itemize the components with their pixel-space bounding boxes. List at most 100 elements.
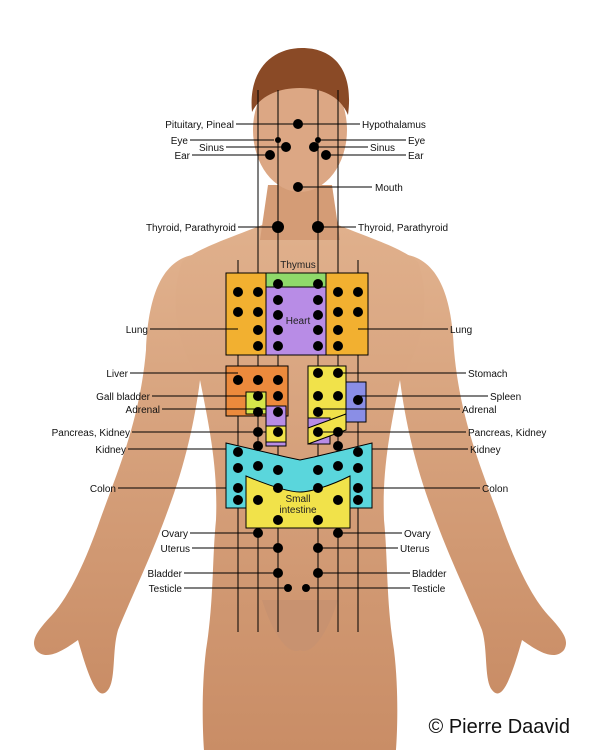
label-hypothalamus: Hypothalamus	[362, 120, 426, 131]
label-colon-left: Colon	[90, 484, 116, 495]
label-kidney-right: Kidney	[470, 445, 501, 456]
reflex-point-dot	[273, 515, 283, 525]
reflex-point-dot	[275, 137, 281, 143]
label-pancreas-kidney-left: Pancreas, Kidney	[52, 428, 130, 439]
reflex-point-dot	[233, 483, 243, 493]
small-intestine-label-2: intestine	[279, 505, 317, 516]
label-pancreas-kidney-right: Pancreas, Kidney	[468, 428, 546, 439]
reflex-point-dot	[313, 407, 323, 417]
reflex-point-dot	[333, 441, 343, 451]
reflex-point-dot	[313, 368, 323, 378]
reflex-point-dot	[253, 407, 263, 417]
label-adrenal-left: Adrenal	[126, 405, 160, 416]
head	[253, 68, 347, 192]
right-arm	[400, 255, 567, 694]
reflex-point-dot	[253, 325, 263, 335]
reflex-point-dot	[273, 375, 283, 385]
leader-lines	[118, 123, 488, 589]
reflex-point-dot	[273, 483, 283, 493]
reflex-point-dot	[313, 515, 323, 525]
heart-label: Heart	[286, 316, 311, 327]
label-lung-right: Lung	[450, 325, 472, 336]
reflex-point-dot	[353, 307, 363, 317]
small-intestine-region	[245, 475, 351, 529]
reflex-point-dot	[313, 465, 323, 475]
label-ear-left: Ear	[174, 151, 190, 162]
reflex-points	[233, 119, 363, 592]
copyright-text: © Pierre Daavid	[429, 716, 570, 738]
reflex-point-dot	[253, 375, 263, 385]
label-eye-right: Eye	[408, 136, 426, 147]
reflex-point-dot	[313, 341, 323, 351]
reflex-point-dot	[273, 568, 283, 578]
reflex-point-dot	[265, 150, 275, 160]
reflex-point-dot	[333, 391, 343, 401]
reflex-point-dot	[333, 287, 343, 297]
reflex-point-dot	[313, 568, 323, 578]
reflex-point-dot	[253, 427, 263, 437]
reflex-point-dot	[273, 279, 283, 289]
groin	[262, 600, 338, 651]
reflex-point-dot	[312, 221, 324, 233]
reflex-point-dot	[315, 137, 321, 143]
neck	[260, 185, 340, 240]
reflex-point-dot	[253, 495, 263, 505]
reflex-point-dot	[253, 307, 263, 317]
label-ovary-left: Ovary	[161, 529, 188, 540]
label-ear-right: Ear	[408, 151, 424, 162]
reflex-point-dot	[273, 427, 283, 437]
reflex-point-dot	[353, 495, 363, 505]
reflex-point-dot	[253, 341, 263, 351]
reflex-point-dot	[233, 495, 243, 505]
reflex-point-dot	[353, 463, 363, 473]
label-colon-right: Colon	[482, 484, 508, 495]
label-eye-left: Eye	[171, 136, 189, 147]
label-spleen: Spleen	[490, 392, 521, 403]
reflex-point-dot	[333, 325, 343, 335]
label-sinus-left: Sinus	[199, 143, 224, 154]
reflex-point-dot	[273, 465, 283, 475]
label-uterus-right: Uterus	[400, 544, 429, 555]
reflex-point-dot	[313, 391, 323, 401]
label-adrenal-right: Adrenal	[462, 405, 496, 416]
reflex-point-dot	[293, 182, 303, 192]
reflex-point-dot	[313, 427, 323, 437]
label-pituitary-pineal: Pituitary, Pineal	[165, 120, 234, 131]
reflex-point-dot	[353, 395, 363, 405]
side-labels: Pituitary, Pineal Hypothalamus Eye Eye S…	[52, 120, 547, 595]
reflex-point-dot	[284, 584, 292, 592]
reflex-point-dot	[233, 447, 243, 457]
label-stomach: Stomach	[468, 369, 507, 380]
reflex-point-dot	[253, 441, 263, 451]
reflex-point-dot	[333, 341, 343, 351]
label-uterus-left: Uterus	[161, 544, 190, 555]
label-testicle-right: Testicle	[412, 584, 446, 595]
reflex-point-dot	[233, 287, 243, 297]
reflex-point-dot	[333, 307, 343, 317]
reflex-point-dot	[333, 495, 343, 505]
reflex-point-dot	[253, 528, 263, 538]
reflex-point-dot	[273, 341, 283, 351]
reflex-point-dot	[353, 447, 363, 457]
reflex-point-dot	[273, 407, 283, 417]
reflex-point-dot	[281, 142, 291, 152]
reflex-point-dot	[273, 325, 283, 335]
label-bladder-right: Bladder	[412, 569, 447, 580]
label-sinus-right: Sinus	[370, 143, 395, 154]
reflex-point-dot	[309, 142, 319, 152]
reflex-point-dot	[333, 528, 343, 538]
reflex-point-dot	[253, 287, 263, 297]
reflex-point-dot	[233, 463, 243, 473]
reflex-point-dot	[353, 483, 363, 493]
left-arm	[33, 255, 200, 694]
label-testicle-left: Testicle	[149, 584, 183, 595]
small-intestine-label-1: Small	[285, 494, 310, 505]
reflex-point-dot	[313, 483, 323, 493]
reflex-point-dot	[313, 543, 323, 553]
label-bladder-left: Bladder	[148, 569, 183, 580]
inner-labels: Thymus Heart Small intestine	[279, 260, 317, 516]
label-kidney-left: Kidney	[95, 445, 126, 456]
reflex-point-dot	[273, 543, 283, 553]
